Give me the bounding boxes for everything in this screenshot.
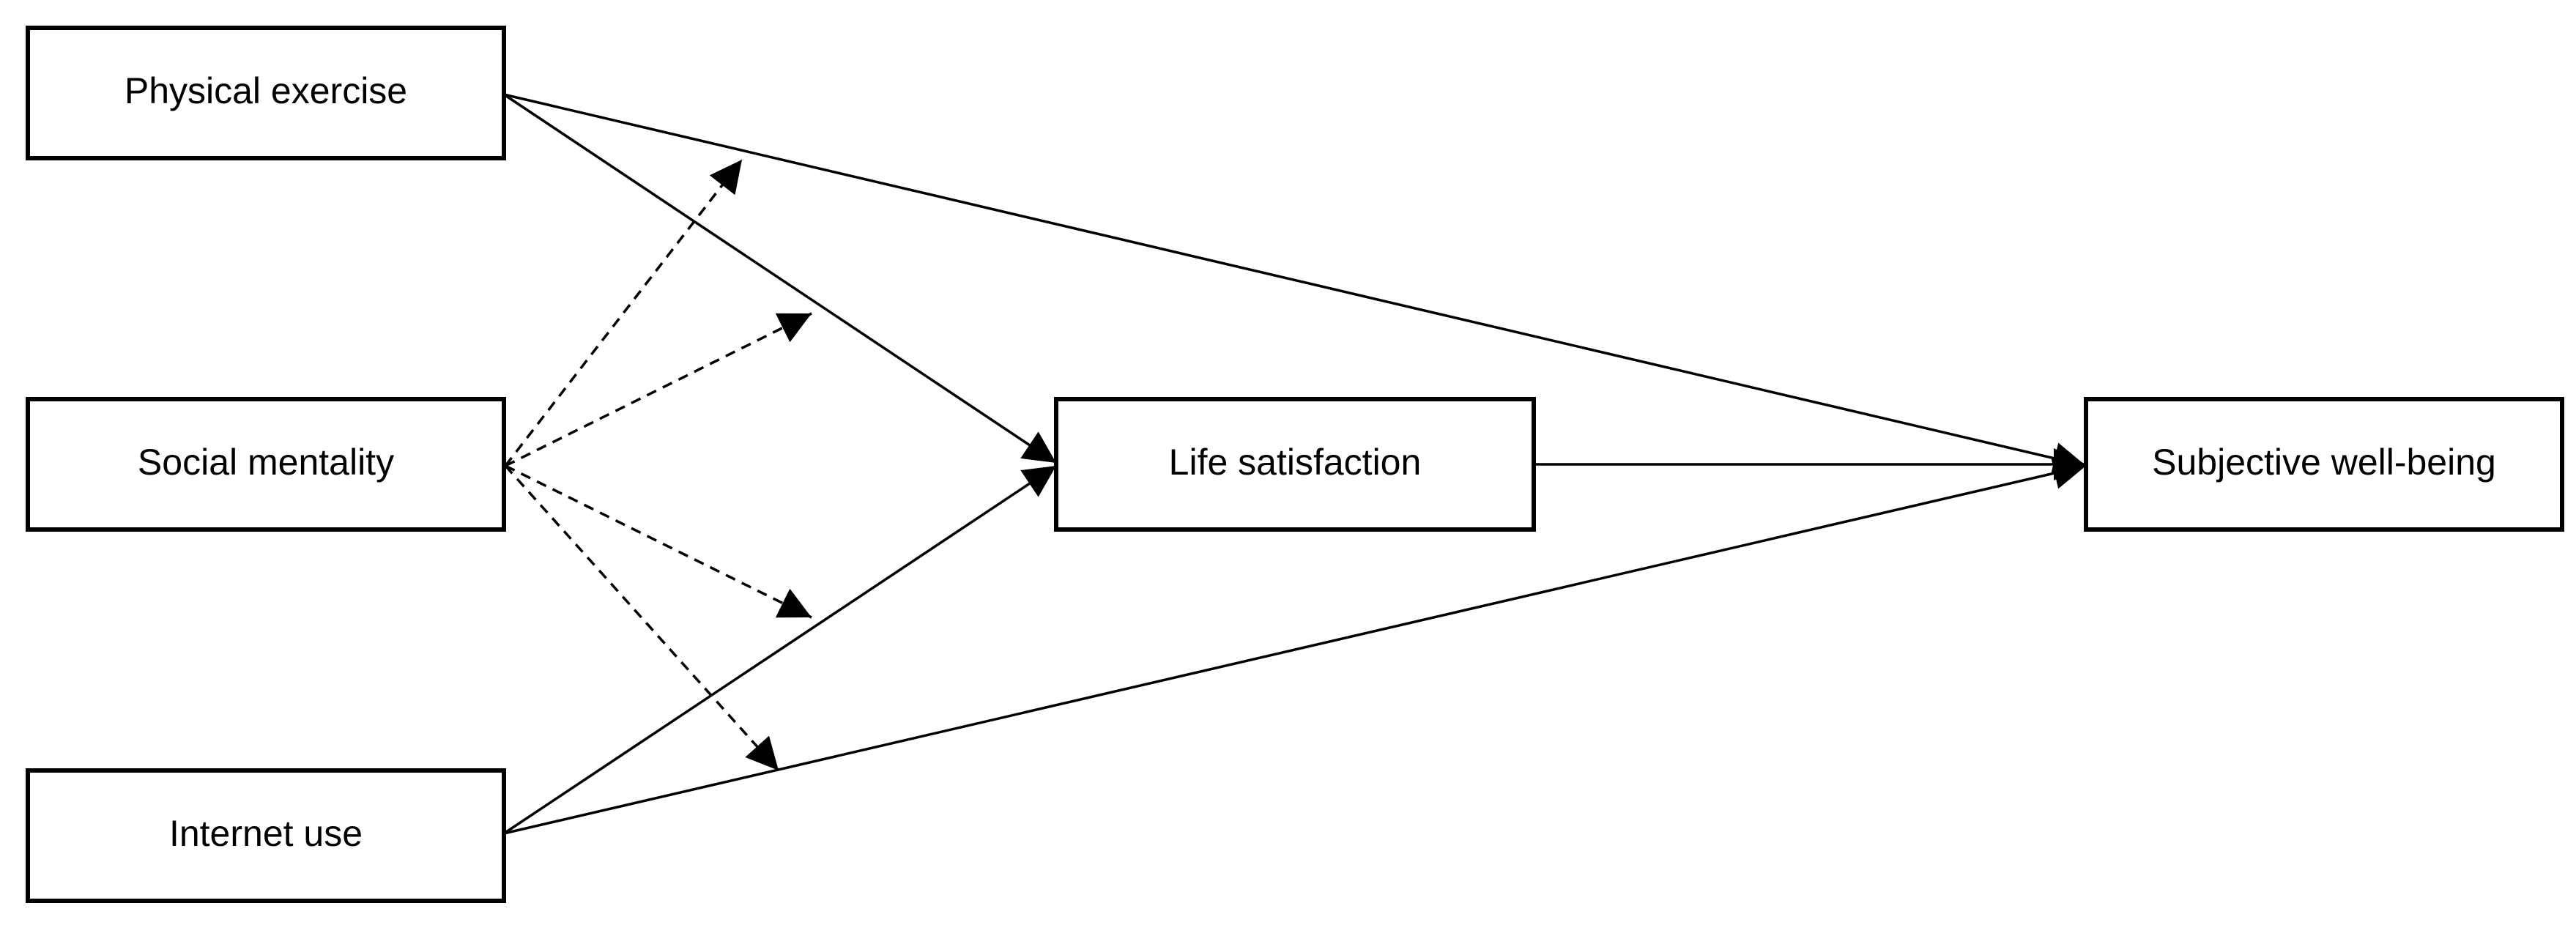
edge-physical-exercise-to-subjective-well-being [503,93,2087,475]
moderation-edge-2 [505,312,812,467]
node-label-social-mentality: Social mentality [138,442,394,483]
node-label-internet-use: Internet use [169,813,363,854]
node-social-mentality: Social mentality [26,397,506,532]
edge-internet-use-to-subjective-well-being [503,457,2087,835]
node-label-physical-exercise: Physical exercise [125,70,407,111]
node-box [26,768,506,903]
node-internet-use: Internet use [26,768,506,903]
node-label-life-satisfaction: Life satisfaction [1169,442,1422,483]
node-label-subjective-well-being: Subjective well-being [2152,442,2496,483]
moderation-edge-4 [504,464,780,772]
edge-internet-use-to-life-satisfaction [503,464,1057,835]
node-box [26,26,506,160]
node-life-satisfaction: Life satisfaction [1054,397,1536,532]
node-box [1054,397,1536,532]
edge-physical-exercise-to-life-satisfaction [503,93,1057,464]
moderation-edge-1 [504,158,743,467]
node-subjective-well-being: Subjective well-being [2084,397,2564,532]
node-box [26,397,506,532]
node-physical-exercise: Physical exercise [26,26,506,160]
moderation-edge-3 [505,464,812,619]
node-box [2084,397,2564,532]
